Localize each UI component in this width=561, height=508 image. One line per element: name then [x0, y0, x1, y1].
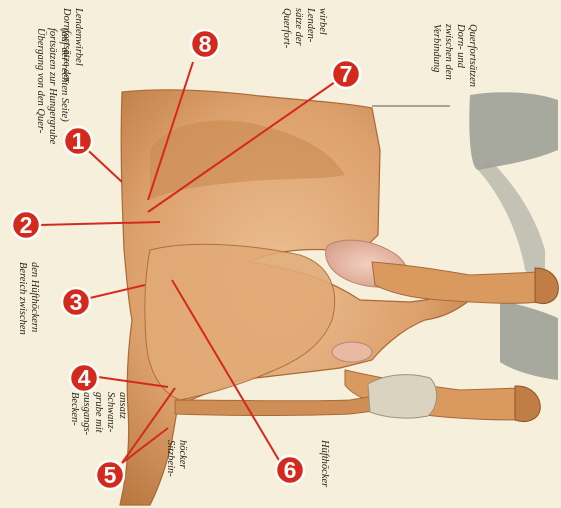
- label-5-line-2: höcker: [177, 440, 188, 469]
- label-7-line-4: Querfortsätzen: [467, 24, 478, 87]
- marker-8-number: 8: [199, 31, 212, 57]
- tail-tuft: [368, 375, 437, 418]
- label-4-line-5: ansatz: [117, 392, 128, 419]
- label-8-line-4: wirbel: [317, 8, 328, 35]
- leg-upper: [372, 262, 548, 303]
- marker-6-number: 6: [284, 457, 297, 483]
- label-2: Übergang von den Quer- fortsätzen zur Hu…: [35, 28, 70, 145]
- marker-6: 6: [276, 456, 304, 484]
- label-6-line-1: Hüfthöcker: [319, 439, 330, 488]
- label-1-line-2: Lendenwirbel: [73, 7, 84, 66]
- marker-5: 5: [96, 461, 124, 489]
- label-7: Verbindung zwischen den Dorn- und Querfo…: [431, 23, 478, 87]
- label-4-line-3: grube mit: [93, 392, 104, 434]
- marker-7-number: 7: [340, 61, 353, 87]
- label-5: Sitzbein- höcker: [165, 440, 188, 477]
- marker-3: 3: [62, 288, 90, 316]
- tail: [175, 395, 382, 416]
- udder-lower: [332, 342, 372, 362]
- marker-1: 1: [64, 127, 92, 155]
- label-7-line-2: zwischen den: [443, 23, 454, 80]
- label-2-line-2: fortsätzen zur Hungergrube: [47, 28, 58, 145]
- label-8-line-2: sätze der: [293, 8, 304, 47]
- label-3: Bereich zwischen den Hüfthöckern: [17, 262, 40, 335]
- label-7-line-3: Dorn- und: [455, 23, 466, 69]
- label-4-line-4: Schwanz-: [105, 392, 116, 433]
- marker-3-number: 3: [70, 289, 83, 315]
- label-8-line-1: Querfort-: [281, 8, 292, 49]
- marker-2-number: 2: [20, 212, 33, 238]
- marker-5-number: 5: [104, 462, 117, 488]
- hoof-lower: [515, 386, 540, 422]
- label-5-line-1: Sitzbein-: [165, 440, 176, 477]
- marker-4: 4: [70, 364, 98, 392]
- marker-1-number: 1: [72, 128, 85, 154]
- label-4: Becken- ausgangs- grube mit Schwanz- ans…: [69, 392, 128, 436]
- marker-2: 2: [12, 211, 40, 239]
- label-8-line-3: Lenden-: [305, 7, 316, 43]
- label-8: Querfort- sätze der Lenden- wirbel: [281, 7, 328, 49]
- label-7-line-1: Verbindung: [431, 24, 442, 72]
- marker-7: 7: [332, 60, 360, 88]
- label-4-line-1: Becken-: [69, 392, 80, 426]
- tail-switch: [469, 92, 558, 380]
- marker-8: 8: [191, 30, 219, 58]
- label-4-line-2: ausgangs-: [81, 392, 92, 436]
- label-3-line-2: den Hüfthöckern: [29, 262, 40, 332]
- label-2-line-1: Übergang von den Quer-: [35, 28, 47, 134]
- label-2-line-3: (auf der rechten Seite): [59, 28, 70, 122]
- marker-4-number: 4: [78, 365, 91, 391]
- label-6: Hüfthöcker: [319, 439, 330, 488]
- hip-thigh: [145, 244, 335, 400]
- label-3-line-1: Bereich zwischen: [17, 262, 28, 335]
- hoof-upper: [535, 268, 558, 304]
